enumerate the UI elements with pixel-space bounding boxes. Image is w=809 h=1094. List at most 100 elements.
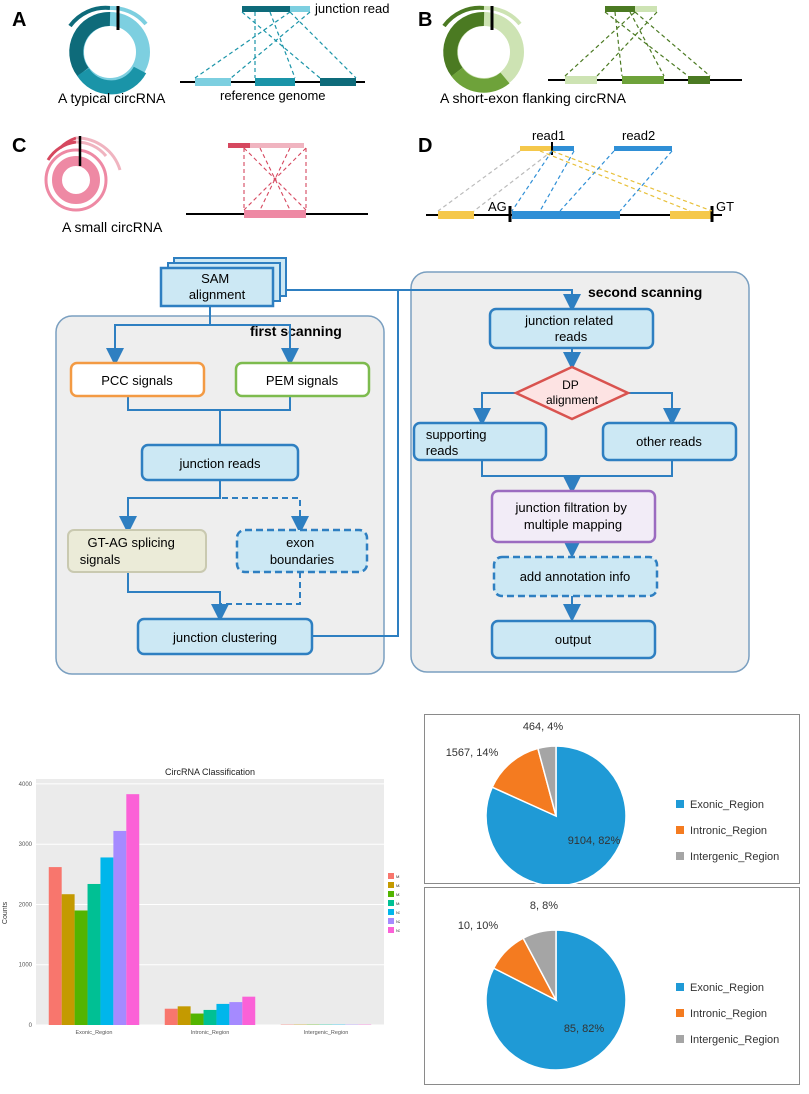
bar-N3-Intronic_Region xyxy=(242,996,256,1025)
read1-label: read1 xyxy=(532,128,565,143)
legend-swatch-M2 xyxy=(388,882,394,888)
legend-swatch-M3 xyxy=(388,891,394,897)
other-reads-label: other reads xyxy=(636,434,702,449)
legend-label-M1: M1 xyxy=(396,874,400,879)
junction-related-node xyxy=(488,307,655,350)
legend-swatch-N1 xyxy=(388,909,394,915)
junction-reads-node xyxy=(140,443,300,482)
second-scanning-label: second scanning xyxy=(588,284,702,300)
dp-alignment-text: DP alignment xyxy=(546,378,599,407)
pie-data-label: 9104, 82% xyxy=(568,835,621,847)
dp-alignment-node xyxy=(513,365,631,421)
exon-boundaries-text: exon boundaries xyxy=(270,535,335,567)
pie-legend-swatch xyxy=(676,1035,684,1043)
junction-related-line-2: reads xyxy=(555,329,588,344)
supporting-reads-text: supporting reads xyxy=(426,427,490,458)
caption-c: A small circRNA xyxy=(62,219,163,235)
junction-filtration-text: junction filtration by multiple mapping xyxy=(515,500,631,532)
scanning-flowchart: first scanning second scanning SAM align… xyxy=(55,257,750,675)
pie-data-label: 10, 10% xyxy=(458,920,499,932)
gtag-line-2: signals xyxy=(80,552,121,567)
y-tick-label: 2000 xyxy=(19,902,33,908)
dp-line-1: DP xyxy=(562,378,579,392)
panel-letter-c: C xyxy=(12,135,26,157)
bar-N1-Exonic_Region xyxy=(100,857,114,1025)
pie-slice-Intergenic_Region xyxy=(522,929,557,1001)
bar-M2-Intronic_Region xyxy=(177,1006,191,1025)
gtag-line-1: GT-AG splicing xyxy=(87,535,174,550)
pem-signals-label: PEM signals xyxy=(266,373,339,388)
bar-M3-Exonic_Region xyxy=(74,910,88,1025)
bar-N2-Exonic_Region xyxy=(113,830,127,1025)
other-reads-node xyxy=(601,421,738,462)
legend-swatch-N3 xyxy=(388,927,394,933)
junction-clustering-label: junction clustering xyxy=(172,630,277,645)
exon-boundaries-node xyxy=(235,528,369,574)
supporting-reads-node xyxy=(412,421,548,462)
junction-clustering-node xyxy=(136,617,314,656)
junction-read-label: junction read xyxy=(314,1,389,16)
sam-line-2: alignment xyxy=(189,287,246,302)
pie-legend-label: Intronic_Region xyxy=(690,825,767,837)
pie-legend-label: Exonic_Region xyxy=(690,799,764,811)
legend-label-N3: N3 xyxy=(396,928,400,933)
legend-label-M2: M2 xyxy=(396,883,400,888)
pie-data-label: 8, 8% xyxy=(530,900,558,912)
bar-M1-Exonic_Region xyxy=(48,867,62,1025)
bar-M3-Intronic_Region xyxy=(190,1013,204,1025)
circrna-panels: A A typical circRNA junction read refere… xyxy=(12,1,742,235)
pie-legend-swatch xyxy=(676,1009,684,1017)
legend-label-M4: M4 xyxy=(396,901,400,906)
caption-a: A typical circRNA xyxy=(58,90,166,106)
circrna-ring-c xyxy=(44,136,122,212)
pie-legend-swatch xyxy=(676,826,684,834)
legend-swatch-N2 xyxy=(388,918,394,924)
exon-line-2: boundaries xyxy=(270,552,335,567)
bar-N2-Intronic_Region xyxy=(229,1002,243,1025)
panel-letter-b: B xyxy=(418,9,432,31)
panel-letter-a: A xyxy=(12,9,26,31)
junction-related-line-1: junction related xyxy=(524,313,613,328)
x-tick-label: Exonic_Region xyxy=(76,1030,113,1036)
pem-signals-node xyxy=(234,361,371,398)
sam-alignment-node: SAM alignment xyxy=(159,257,287,308)
read2-label: read2 xyxy=(622,128,655,143)
pie-legend-label: Intergenic_Region xyxy=(690,851,779,863)
pie-legend-label: Exonic_Region xyxy=(690,982,764,994)
bar-M2-Exonic_Region xyxy=(61,894,75,1025)
junction-related-text: junction related reads xyxy=(524,313,617,344)
first-scanning-label: first scanning xyxy=(250,323,342,339)
genome-diagram-c xyxy=(186,143,368,218)
pie-data-label: 1567, 14% xyxy=(446,747,499,759)
pie-slice-Intergenic_Region xyxy=(536,745,557,817)
x-tick-label: Intronic_Region xyxy=(191,1030,230,1036)
circrna-ring-a xyxy=(68,5,150,95)
legend-swatch-M4 xyxy=(388,900,394,906)
filtration-line-2: multiple mapping xyxy=(524,517,622,532)
legend-label-N2: N2 xyxy=(396,919,400,924)
pcc-signals-label: PCC signals xyxy=(101,373,173,388)
pie-data-label: 85, 82% xyxy=(564,1023,605,1035)
x-tick-label: Intergenic_Region xyxy=(304,1030,349,1036)
output-label: output xyxy=(555,632,592,647)
junction-filtration-node xyxy=(490,489,657,544)
pie-legend-swatch xyxy=(676,983,684,991)
add-annotation-node xyxy=(492,555,659,598)
dp-line-2: alignment xyxy=(546,393,599,407)
genome-diagram-d xyxy=(426,142,722,222)
bar-M4-Exonic_Region xyxy=(87,883,101,1025)
output-node xyxy=(490,619,657,660)
legend-swatch-M1 xyxy=(388,873,394,879)
ag-site-label: AG xyxy=(488,199,507,214)
bar-N1-Intronic_Region xyxy=(216,1003,230,1025)
circrna-classification-chart: CircRNA Classification Counts 0100020003… xyxy=(2,767,400,1036)
pie-legend-label: Intergenic_Region xyxy=(690,1034,779,1046)
pie-chart-1: 9104, 82% Exonic_Region 1567, 14% Intronic_… xyxy=(446,721,779,884)
bar-chart-title: CircRNA Classification xyxy=(165,767,255,777)
add-annotation-label: add annotation info xyxy=(520,569,631,584)
exon-line-1: exon xyxy=(286,535,314,550)
legend-label-N1: N1 xyxy=(396,910,400,915)
panel-letter-d: D xyxy=(418,135,432,157)
supporting-line-1: supporting xyxy=(426,427,487,442)
